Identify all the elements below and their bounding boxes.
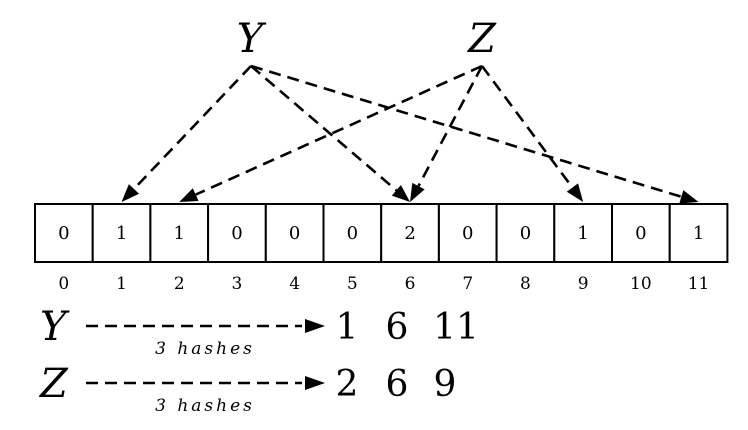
bit-cell: [34, 203, 94, 263]
hash-arrow-line: [195, 64, 483, 196]
hash-arrow-line: [133, 65, 252, 190]
mapping-z-position-1: 2: [336, 364, 359, 405]
mapping-z-hash-note: 3 hashes: [155, 396, 255, 416]
mapping-y-position-1: 1: [336, 307, 359, 348]
hash-arrow-head: [121, 184, 140, 202]
bit-cell: [91, 203, 152, 263]
mapping-z: Z 3 hashes 2 6 9: [38, 361, 456, 416]
bit-cell-value: 0: [462, 223, 473, 244]
hash-arrow-line: [250, 64, 682, 199]
hash-arrows: [121, 64, 699, 204]
hash-arrow-head: [566, 183, 584, 202]
mapping-z-label: Z: [38, 361, 69, 407]
bit-cell: [380, 203, 440, 263]
bit-cell-value: 0: [520, 223, 531, 244]
mapping-y-arrow-head: [305, 319, 325, 333]
index-label: 5: [347, 274, 358, 294]
index-label: 1: [116, 274, 127, 294]
hash-arrow-line: [480, 65, 574, 189]
bit-cell-value: 1: [693, 223, 704, 244]
hash-arrow-head: [179, 188, 199, 202]
bit-cell-value: 1: [174, 223, 185, 244]
index-label: 10: [630, 274, 652, 294]
mapping-y-hash-note: 3 hashes: [155, 339, 255, 359]
index-label: 0: [58, 274, 69, 294]
bit-cell-value: 1: [577, 223, 588, 244]
bit-cell: [322, 203, 383, 263]
mapping-z-position-3: 9: [434, 364, 457, 405]
bit-cell-value: 0: [347, 223, 358, 244]
mapping-y-label: Y: [40, 304, 70, 350]
mapping-z-arrow-head: [305, 376, 325, 390]
index-label: 9: [578, 274, 589, 294]
bit-cell: [553, 203, 613, 263]
index-label: 4: [289, 274, 300, 294]
bit-cell: [149, 203, 210, 263]
index-label: 11: [688, 274, 710, 294]
mapping-y: Y 3 hashes 1 6 11: [40, 304, 479, 359]
item-y-label: Y: [237, 16, 267, 62]
bit-cell-value: 0: [58, 223, 69, 244]
bit-array: 0 1 1 0 0 0 2 0 0 1 0 1: [34, 203, 729, 263]
mapping-z-position-2: 6: [386, 364, 409, 405]
bit-cell-value: 2: [404, 223, 415, 244]
index-label: 7: [462, 274, 473, 294]
hash-arrow-head: [679, 190, 699, 204]
bit-cell: [668, 203, 729, 263]
bit-cell-value: 0: [231, 223, 242, 244]
mapping-y-position-3: 11: [433, 307, 479, 348]
bit-cell-value: 1: [116, 223, 127, 244]
hash-arrow-line: [417, 65, 484, 187]
index-label: 3: [232, 274, 243, 294]
mapping-y-position-2: 6: [386, 307, 409, 348]
bit-cell-value: 0: [289, 223, 300, 244]
bit-cell-value: 0: [635, 223, 646, 244]
bit-cell: [437, 203, 498, 263]
hash-arrow-head: [391, 184, 411, 202]
bit-cell: [264, 203, 325, 263]
hash-arrow-line: [250, 65, 398, 192]
bit-cell: [495, 203, 556, 263]
item-z-label: Z: [466, 16, 497, 62]
index-row: 0 1 2 3 4 5 6 7 8 9 10 11: [58, 274, 709, 294]
index-label: 2: [174, 274, 185, 294]
index-label: 8: [520, 274, 531, 294]
hash-arrow-head: [410, 182, 425, 202]
index-label: 6: [405, 274, 416, 294]
